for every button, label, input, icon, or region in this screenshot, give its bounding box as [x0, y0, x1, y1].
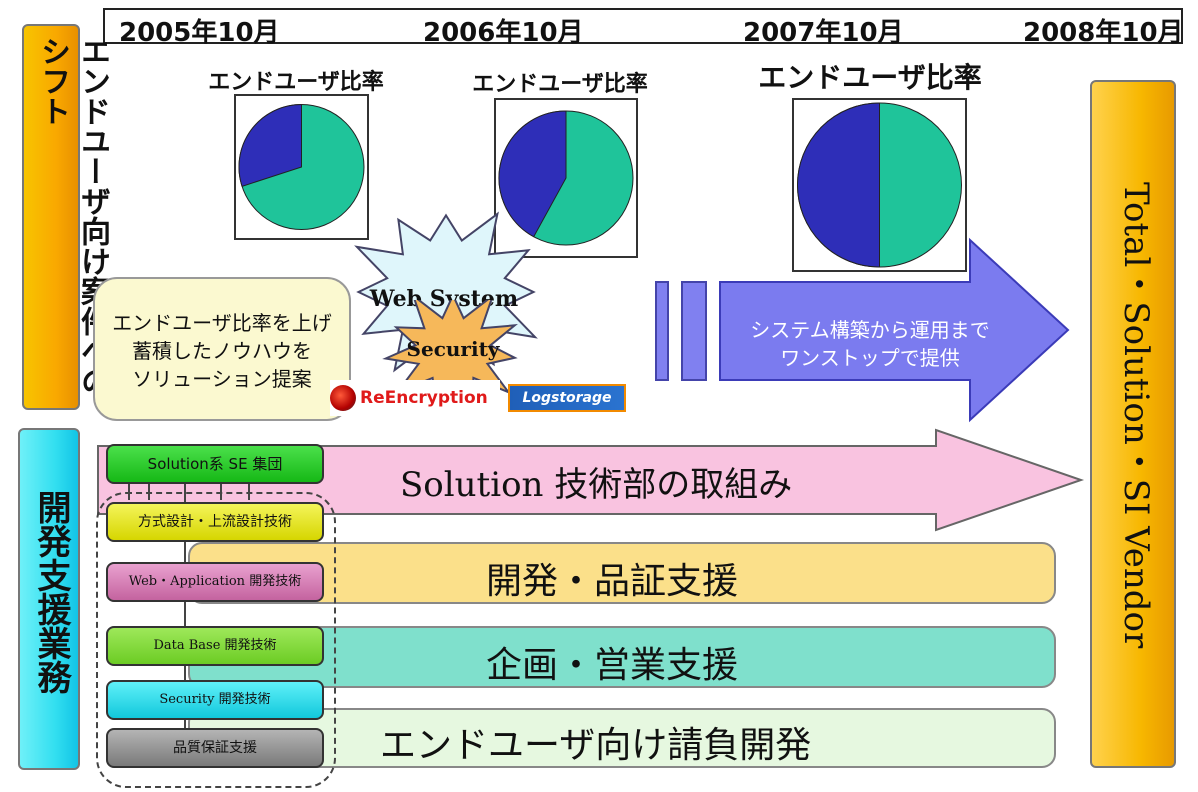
enduser-contract-dev-label: エンドユーザ向け請負開発: [380, 725, 812, 766]
dev-qa-support-label: 開発・品証支援: [486, 561, 739, 602]
web-application-pill: Web・Application 開発技術: [106, 562, 324, 602]
pie-svg-2007: [797, 102, 962, 268]
timeline-bar: 2005年10月 2006年10月 2007年10月 2008年10月: [103, 8, 1184, 48]
proposal-bubble: エンドユーザ比率を上げ 蓄積したノウハウを ソリューション提案: [93, 277, 351, 421]
pie-slice-enduser: [797, 102, 880, 268]
big-blue-arrow: [655, 237, 1070, 423]
architecture-design-pill: 方式設計・上流設計技術: [106, 502, 324, 542]
pie-chart-2005: [234, 94, 369, 240]
pie-chart-2007: [792, 98, 967, 272]
timeline-date-2008: 2008年10月: [1023, 18, 1184, 48]
timeline-date-2007: 2007年10月: [743, 18, 904, 48]
pie-slice-enduser: [498, 110, 567, 238]
quality-assurance-pill: 品質保証支援: [106, 728, 324, 768]
timeline-date-2005: 2005年10月: [119, 18, 280, 48]
total-solution-scroll: Total・Solution・SI Vendor: [1090, 80, 1176, 768]
bubble-line-3: ソリューション提案: [132, 367, 312, 391]
big-arrow-line-2: ワンストップで提供: [780, 346, 960, 370]
enduser-shift-label: エンドユーザ向け案件へのシフト: [35, 36, 110, 396]
skills-group-outline: [96, 492, 336, 788]
planning-sales-support-label: 企画・営業支援: [486, 645, 739, 686]
big-arrow-text: システム構築から運用まで ワンストップで提供: [720, 316, 1020, 372]
logstorage-logo-text: Logstorage: [522, 390, 612, 406]
skills-connector: [184, 484, 186, 734]
big-arrow-line-1: システム構築から運用まで: [750, 318, 990, 342]
reencryption-logo: ReEncryption: [330, 380, 500, 416]
skills-connector-right: [220, 484, 250, 500]
bubble-line-2: 蓄積したノウハウを: [132, 339, 312, 363]
pie-svg-2006: [498, 110, 634, 246]
security-label: Security: [406, 337, 500, 361]
solution-se-group-pill: Solution系 SE 集団: [106, 444, 324, 484]
reencryption-logo-text: ReEncryption: [360, 388, 488, 408]
total-solution-label: Total・Solution・SI Vendor: [1116, 182, 1156, 649]
pie-title-2005: エンドユーザ比率: [208, 70, 384, 95]
dev-support-label: 開発支援業務: [31, 490, 71, 694]
timeline-date-2006: 2006年10月: [423, 18, 584, 48]
solution-arrow-label: Solution 技術部の取組み: [400, 465, 793, 505]
dev-support-scroll: 開発支援業務: [18, 428, 80, 770]
pie-title-2007: エンドユーザ比率: [758, 61, 982, 94]
skills-connector-left: [128, 484, 150, 500]
enduser-shift-scroll: エンドユーザ向け案件へのシフト: [22, 24, 110, 410]
pie-title-2006: エンドユーザ比率: [472, 72, 648, 97]
security-pill: Security 開発技術: [106, 680, 324, 720]
planning-sales-support-bar: [188, 626, 1056, 688]
reencryption-logo-icon: [330, 385, 356, 411]
pie-chart-2006: [494, 98, 638, 258]
database-pill: Data Base 開発技術: [106, 626, 324, 666]
dev-qa-support-bar: [188, 542, 1056, 604]
pie-svg-2005: [238, 103, 365, 230]
pie-slice-enduser: [238, 103, 302, 187]
logstorage-logo: Logstorage: [508, 384, 626, 412]
web-system-label: Web System: [369, 286, 519, 312]
bubble-line-1: エンドユーザ比率を上げ: [112, 311, 332, 335]
